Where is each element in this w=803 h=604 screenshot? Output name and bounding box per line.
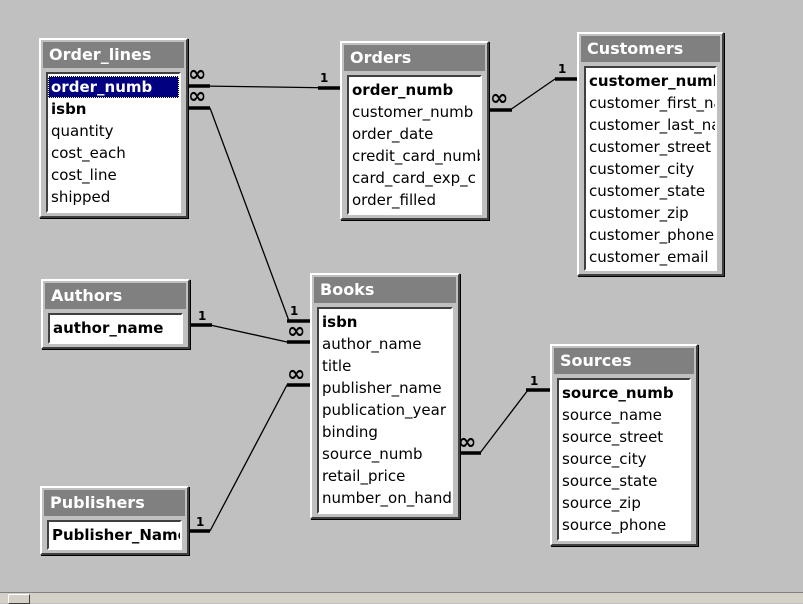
relationship-sources-books[interactable]: ∞ 1 bbox=[457, 374, 550, 455]
field-binding[interactable]: binding bbox=[322, 423, 378, 441]
table-books[interactable]: Books isbn author_name title publisher_n… bbox=[310, 273, 460, 519]
field-order-date[interactable]: order_date bbox=[352, 125, 434, 143]
table-title[interactable]: Authors bbox=[45, 283, 186, 309]
table-customers[interactable]: Customers customer_numb customer_first_n… bbox=[577, 32, 724, 276]
field-isbn[interactable]: isbn bbox=[51, 100, 87, 118]
table-order-lines[interactable]: Order_lines order_numb isbn quantity cos… bbox=[39, 38, 188, 218]
field-list[interactable]: source_numb source_name source_street so… bbox=[557, 378, 691, 541]
field-customer-street[interactable]: customer_street bbox=[589, 138, 712, 156]
field-list[interactable]: order_numb customer_numb order_date cred… bbox=[347, 75, 482, 215]
field-card-exp[interactable]: card_card_exp_c bbox=[352, 169, 476, 187]
field-publisher-name[interactable]: Publisher_Name bbox=[52, 526, 180, 544]
field-customer-city[interactable]: customer_city bbox=[589, 160, 695, 178]
table-title[interactable]: Customers bbox=[581, 36, 720, 62]
field-customer-first-name[interactable]: customer_first_na bbox=[589, 94, 715, 112]
many-label: ∞ bbox=[490, 86, 508, 111]
field-shipped[interactable]: shipped bbox=[51, 188, 111, 206]
one-label: 1 bbox=[198, 309, 206, 323]
field-author-name[interactable]: author_name bbox=[53, 319, 164, 337]
table-publishers[interactable]: Publishers Publisher_Name bbox=[40, 486, 189, 555]
table-sources[interactable]: Sources source_numb source_name source_s… bbox=[550, 344, 698, 546]
field-list[interactable]: Publisher_Name bbox=[47, 520, 182, 550]
many-label: ∞ bbox=[188, 84, 206, 109]
field-source-city[interactable]: source_city bbox=[562, 450, 647, 468]
table-title[interactable]: Publishers bbox=[44, 490, 185, 516]
field-list[interactable]: customer_numb customer_first_na customer… bbox=[584, 66, 717, 271]
field-credit-card-numb[interactable]: credit_card_numb bbox=[352, 147, 480, 165]
table-title[interactable]: Orders bbox=[344, 45, 485, 71]
field-publication-year[interactable]: publication_year bbox=[322, 401, 447, 419]
field-retail-price[interactable]: retail_price bbox=[322, 467, 406, 485]
field-isbn[interactable]: isbn bbox=[322, 313, 358, 331]
relationship-orders-orderlines[interactable]: ∞ 1 bbox=[186, 62, 342, 90]
field-quantity[interactable]: quantity bbox=[51, 122, 114, 140]
field-order-numb[interactable]: order_numb bbox=[352, 81, 454, 99]
field-customer-numb[interactable]: customer_numb bbox=[352, 103, 474, 121]
scrollbar-thumb[interactable] bbox=[8, 594, 30, 604]
field-publisher-name[interactable]: publisher_name bbox=[322, 379, 442, 397]
table-orders[interactable]: Orders order_numb customer_numb order_da… bbox=[340, 41, 489, 220]
field-source-street[interactable]: source_street bbox=[562, 428, 664, 446]
field-customer-zip[interactable]: customer_zip bbox=[589, 204, 689, 222]
field-customer-phone[interactable]: customer_phone bbox=[589, 226, 715, 244]
field-customer-email[interactable]: customer_email bbox=[589, 248, 709, 266]
field-author-name[interactable]: author_name bbox=[322, 335, 422, 353]
field-source-name[interactable]: source_name bbox=[562, 406, 662, 424]
many-label: ∞ bbox=[188, 62, 206, 87]
relationship-publishers-books[interactable]: 1 ∞ bbox=[186, 362, 311, 533]
horizontal-scrollbar[interactable] bbox=[0, 592, 803, 604]
field-source-phone[interactable]: source_phone bbox=[562, 516, 667, 534]
field-source-state[interactable]: source_state bbox=[562, 472, 658, 490]
one-label: 1 bbox=[558, 62, 566, 76]
table-title[interactable]: Order_lines bbox=[43, 42, 184, 68]
field-source-numb[interactable]: source_numb bbox=[562, 384, 674, 402]
field-source-numb[interactable]: source_numb bbox=[322, 445, 423, 463]
field-customer-numb[interactable]: customer_numb bbox=[589, 72, 715, 90]
relationship-books-orderlines[interactable]: ∞ 1 bbox=[186, 84, 311, 323]
field-order-numb[interactable]: order_numb bbox=[48, 76, 179, 98]
field-list[interactable]: author_name bbox=[48, 313, 183, 344]
one-label: 1 bbox=[320, 71, 328, 85]
field-list[interactable]: order_numb isbn quantity cost_each cost_… bbox=[46, 72, 181, 213]
field-source-zip[interactable]: source_zip bbox=[562, 494, 641, 512]
many-label: ∞ bbox=[458, 430, 476, 455]
many-label: ∞ bbox=[287, 362, 305, 387]
field-order-filled[interactable]: order_filled bbox=[352, 191, 437, 209]
relationship-customers-orders[interactable]: ∞ 1 bbox=[488, 62, 579, 112]
field-cost-each[interactable]: cost_each bbox=[51, 144, 126, 162]
one-label: 1 bbox=[290, 304, 298, 318]
table-title[interactable]: Books bbox=[314, 277, 456, 303]
relationship-authors-books[interactable]: 1 ∞ bbox=[188, 309, 311, 344]
field-cost-line[interactable]: cost_line bbox=[51, 166, 117, 184]
table-title[interactable]: Sources bbox=[554, 348, 694, 374]
field-list[interactable]: isbn author_name title publisher_name pu… bbox=[317, 307, 453, 514]
table-authors[interactable]: Authors author_name bbox=[41, 279, 190, 349]
field-number-on-hand[interactable]: number_on_hand bbox=[322, 489, 451, 507]
field-customer-state[interactable]: customer_state bbox=[589, 182, 706, 200]
field-customer-last-name[interactable]: customer_last_na bbox=[589, 116, 715, 134]
many-label: ∞ bbox=[287, 319, 305, 344]
field-title[interactable]: title bbox=[322, 357, 352, 375]
one-label: 1 bbox=[196, 515, 204, 529]
one-label: 1 bbox=[530, 374, 538, 388]
